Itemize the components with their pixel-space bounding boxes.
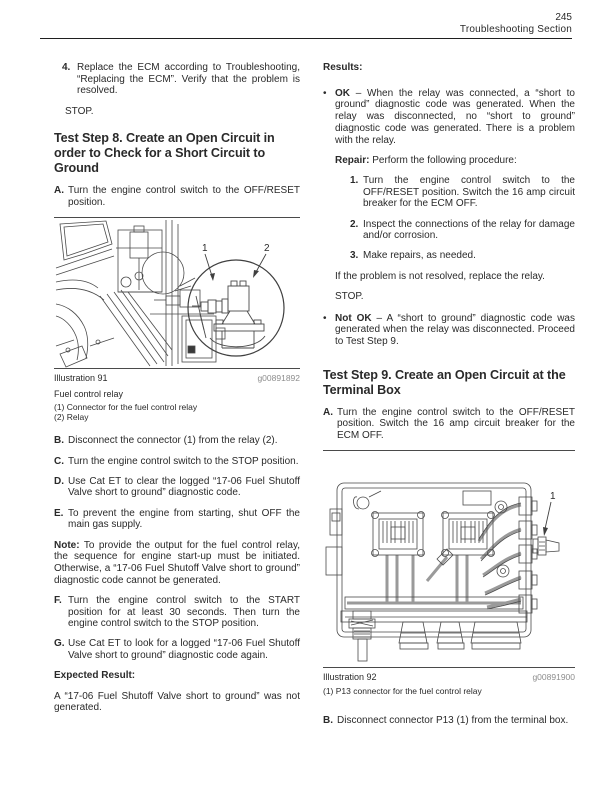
repair-step-3-label: 3. [350, 250, 359, 262]
step-b-right: B. Disconnect connector P13 (1) from the… [323, 715, 575, 727]
repair-text: Perform the following procedure: [372, 154, 517, 166]
legend-item-2: (2) Relay [54, 411, 89, 422]
illustration-91-figure: 1 2 [54, 216, 300, 369]
step-a-text: Turn the engine control switch to the OF… [68, 184, 300, 208]
results-heading: Results: [323, 62, 363, 73]
callout-1-arrow-icon [543, 527, 548, 537]
legend-item-1: (1) Connector for the fuel control relay [54, 401, 198, 412]
result-notok-paragraph: Not OK – A “short to ground” diagnostic … [335, 313, 575, 348]
result-notok-bullet: • Not OK – A “short to ground” diagnosti… [323, 313, 575, 357]
repair-step-3-text: Make repairs, as needed. [363, 250, 476, 262]
test-step-8-heading: Test Step 8. Create an Open Circuit in o… [54, 131, 275, 176]
result-ok-paragraph: OK – When the relay was connected, a “sh… [335, 88, 575, 147]
note-text: To provide the output for the fuel contr… [54, 539, 300, 586]
illustration-91-name: Illustration 91 [54, 372, 108, 383]
step-d-text: Use Cat ET to clear the logged “17-06 Fu… [68, 475, 300, 499]
illustration-92-name: Illustration 92 [323, 672, 377, 683]
repair-step-1-text: Turn the engine control switch to the OF… [363, 174, 575, 210]
repair-step-2: 2. Inspect the connections of the relay … [350, 219, 575, 242]
step-e: E. To prevent the engine from starting, … [54, 508, 300, 531]
illustration-92-figure: 1 [323, 450, 575, 669]
note-paragraph: Note: To provide the output for the fuel… [54, 540, 300, 587]
repair-step-2-text: Inspect the connections of the relay for… [363, 218, 575, 242]
note-label: Note: [54, 539, 80, 551]
stop-statement-2: STOP. [335, 290, 364, 302]
callout-2-label: 2 [264, 243, 270, 254]
legend-item-1: (1) P13 connector for the fuel control r… [323, 686, 482, 697]
step-4-label: 4. [62, 62, 71, 73]
callout-1-label: 1 [202, 243, 208, 254]
result-notok-label: Not OK [335, 312, 372, 324]
repair-paragraph: Repair: Perform the following procedure: [335, 155, 575, 167]
header-rule [40, 38, 572, 39]
result-ok-text: – When the relay was connected, a “short… [335, 87, 575, 146]
illustration-91-caption: Illustration 91 g00891892 [54, 373, 300, 383]
result-notok-text: – A “short to ground” diagnostic code wa… [335, 312, 575, 347]
expected-result-heading: Expected Result: [54, 670, 136, 682]
callout-2-arrow-icon [253, 269, 259, 278]
callout-2: 2 [253, 243, 270, 278]
stop-statement: STOP. [65, 105, 94, 117]
step-f: F. Turn the engine control switch to the… [54, 595, 300, 630]
illustration-92-legend: (1) P13 connector for the fuel control r… [323, 686, 575, 697]
step-g: G. Use Cat ET to look for a logged “17-0… [54, 638, 300, 661]
step-b-text: Disconnect the connector (1) from the re… [68, 435, 278, 447]
bullet-icon: • [323, 312, 327, 324]
illustration-92-caption: Illustration 92 g00891900 [323, 672, 575, 682]
step-b-right-text: Disconnect connector P13 (1) from the te… [337, 715, 569, 727]
repair-step-1-label: 1. [350, 174, 359, 186]
step-a-right-label: A. [323, 406, 333, 418]
step-d: D. Use Cat ET to clear the logged “17-06… [54, 476, 300, 499]
step-b-label: B. [54, 435, 64, 447]
repair-step-2-label: 2. [350, 218, 359, 230]
step-a-right-text: Turn the engine control switch to the OF… [337, 406, 575, 442]
result-ok-bullet: • OK – When the relay was connected, a “… [323, 88, 575, 175]
repair-step-1: 1. Turn the engine control switch to the… [350, 175, 575, 210]
step-g-label: G. [54, 638, 65, 650]
step-a-right: A. Turn the engine control switch to the… [323, 407, 575, 442]
step-b-right-label: B. [323, 715, 333, 727]
illustration-91-title: Fuel control relay [54, 388, 124, 399]
illustration-91-code: g00891892 [257, 372, 300, 383]
callout-1-arrow-icon [210, 272, 215, 281]
step-f-text: Turn the engine control switch to the ST… [68, 594, 300, 630]
expected-result-text: A “17-06 Fuel Shutoff Valve short to gro… [54, 690, 300, 714]
illustration-91-legend: (1) Connector for the fuel control relay… [54, 401, 300, 423]
step-f-label: F. [54, 594, 62, 606]
repair-label: Repair: [335, 154, 370, 166]
step-e-text: To prevent the engine from starting, shu… [68, 507, 300, 531]
step-c: C. Turn the engine control switch to the… [54, 456, 300, 468]
test-step-9-heading: Test Step 9. Create an Open Circuit at t… [323, 368, 566, 398]
step-4-text: Replace the ECM according to Troubleshoo… [77, 62, 300, 97]
step-a: A. Turn the engine control switch to the… [54, 185, 300, 208]
step-b: B. Disconnect the connector (1) from the… [54, 435, 300, 447]
page-number: 245 [555, 12, 572, 23]
step-g-text: Use Cat ET to look for a logged “17-06 F… [68, 638, 300, 662]
callout-1-label: 1 [550, 491, 556, 502]
callout-1: 1 [202, 243, 215, 281]
section-title: Troubleshooting Section [459, 24, 572, 35]
right-column: Results: • OK – When the relay was conne… [323, 62, 575, 735]
step-c-label: C. [54, 455, 64, 467]
illustration-91-drawing: 1 2 [55, 219, 285, 368]
step-4: 4. Replace the ECM according to Troubles… [62, 62, 300, 97]
not-resolved-text: If the problem is not resolved, replace … [335, 270, 545, 282]
repair-step-3: 3. Make repairs, as needed. [350, 250, 575, 262]
step-d-label: D. [54, 475, 64, 487]
illustration-92-drawing: 1 [325, 482, 560, 662]
step-e-label: E. [54, 507, 64, 519]
result-ok-label: OK [335, 87, 350, 99]
step-c-text: Turn the engine control switch to the ST… [68, 455, 299, 467]
left-column: 4. Replace the ECM according to Troubles… [54, 62, 300, 722]
step-a-label: A. [54, 184, 64, 196]
bullet-icon: • [323, 87, 327, 99]
callout-1: 1 [543, 491, 556, 537]
illustration-92-code: g00891900 [532, 672, 575, 683]
